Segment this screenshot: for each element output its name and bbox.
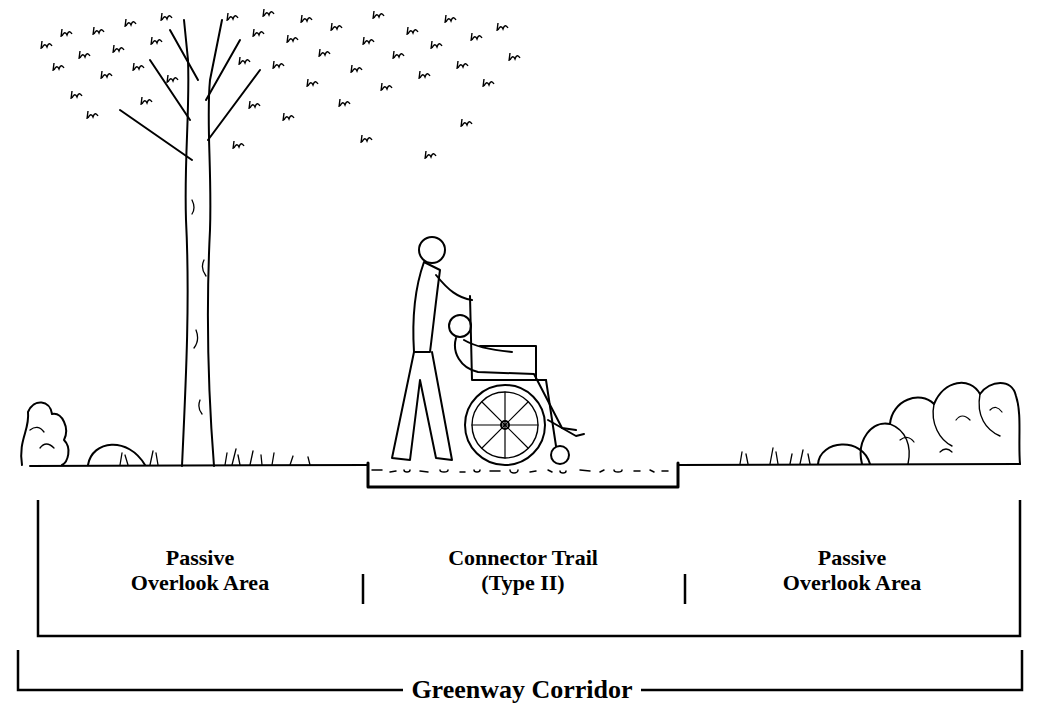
section-label: Passive Overlook Area: [775, 545, 930, 596]
section-label: Passive Overlook Area: [123, 545, 278, 596]
section-label: Connector Trail (Type II): [446, 545, 601, 596]
corridor-label: Greenway Corridor: [403, 675, 640, 705]
